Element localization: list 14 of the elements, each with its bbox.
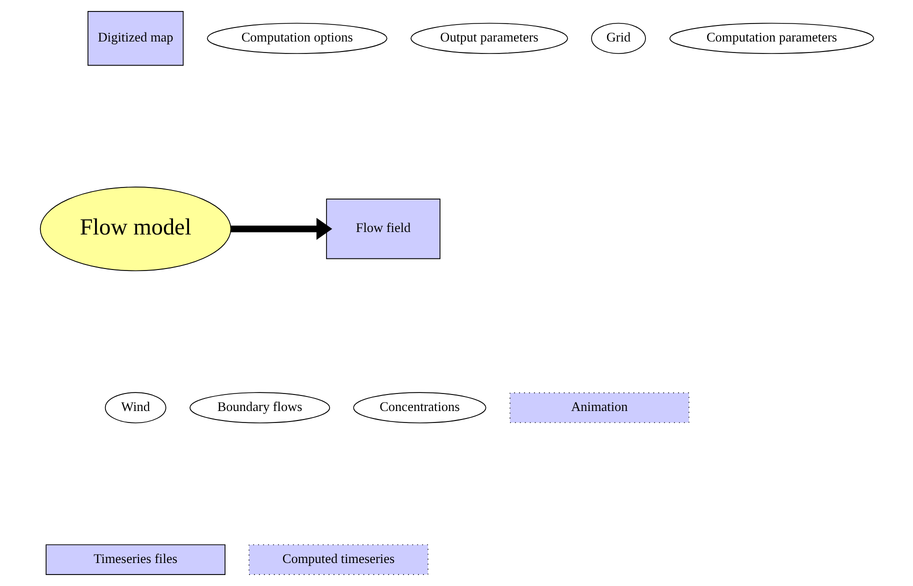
node-ellipse: Wind bbox=[104, 392, 166, 424]
node-box: Animation bbox=[509, 392, 689, 424]
node-ellipse: Grid bbox=[590, 22, 646, 54]
arrow bbox=[230, 218, 332, 240]
node-ellipse: Output parameters bbox=[410, 22, 568, 54]
node-ellipse: Boundary flows bbox=[189, 392, 330, 424]
node-box: Digitized map bbox=[87, 11, 184, 66]
node-box: Computed timeseries bbox=[248, 544, 428, 575]
node-box: Timeseries files bbox=[45, 544, 225, 575]
node-ellipse: Concentrations bbox=[352, 392, 486, 424]
node-ellipse: Computation parameters bbox=[668, 22, 874, 54]
node-ellipse: Flow model bbox=[39, 186, 231, 272]
node-ellipse: Computation options bbox=[206, 22, 387, 54]
node-box: Flow field bbox=[326, 198, 440, 260]
